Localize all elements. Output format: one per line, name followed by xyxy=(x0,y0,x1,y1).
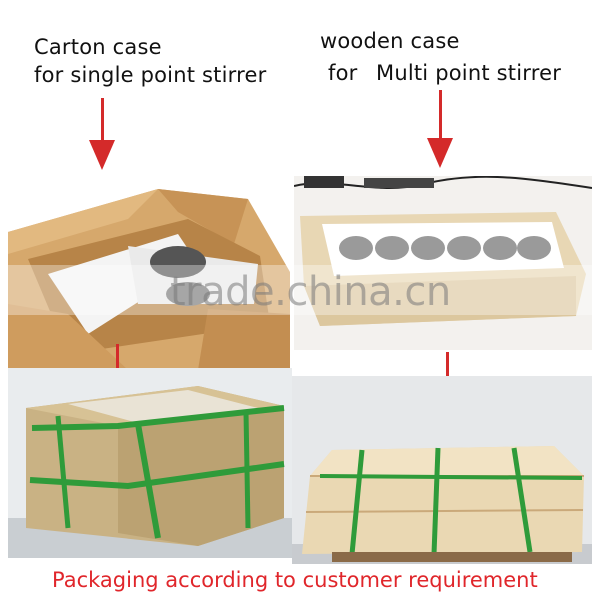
photo-wooden-case-strapped xyxy=(292,376,592,564)
watermark-text: trade.china.cn xyxy=(170,269,451,315)
caption-carton-case: Carton case xyxy=(34,35,162,59)
caption-for: for xyxy=(328,61,358,85)
caption-single-point-stirrer: for single point stirrer xyxy=(34,63,267,87)
caption-multi-point-stirrer: Multi point stirrer xyxy=(376,61,562,85)
photo-wooden-case-open xyxy=(294,176,592,350)
photo-carton-box-strapped xyxy=(8,368,292,558)
watermark-band: trade.china.cn xyxy=(0,265,600,315)
photo-carton-box-open xyxy=(8,184,290,370)
footer-packaging-note: Packaging according to customer requirem… xyxy=(52,568,538,592)
caption-wooden-case: wooden case xyxy=(320,29,460,53)
